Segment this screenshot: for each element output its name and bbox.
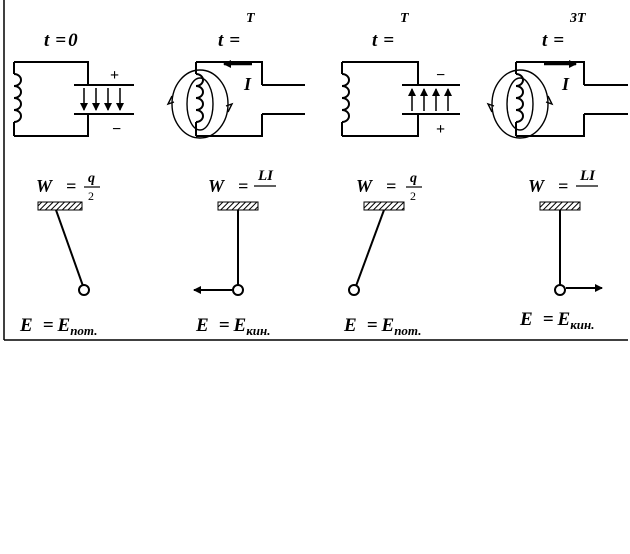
energy-numerator: LI [579,168,596,184]
panel-4: t= 3T I W= LI E=Eкин. [486,11,628,332]
current-label: I [243,74,252,94]
plate-sign-bottom: + [436,121,445,138]
plate-sign-top: + [110,67,119,84]
plate-sign-bottom: − [112,121,121,138]
energy-formula: W= [356,176,396,196]
pendulum-bob [348,284,360,296]
time-label: t= [218,30,240,51]
plate-sign-top: − [436,67,445,84]
magnetic-field-loops [166,69,234,139]
energy-numerator: q [88,171,95,186]
pendulum-bob [78,284,90,296]
electric-field-arrows [80,88,124,111]
total-energy: E=Eпот. [343,315,421,338]
pendulum-string [55,209,84,287]
pendulum-string [355,209,385,287]
time-fraction-numerator: T [246,11,256,26]
current-label: I [561,74,570,94]
pendulum-support [217,201,259,211]
total-energy: E=Eпот. [19,315,97,338]
energy-denominator: 2 [410,189,416,203]
inductor-coil [195,73,204,123]
pendulum-bob [554,284,566,296]
panel-2: t= T I W= LI E=Eкин. [166,11,305,338]
time-label: t= [372,30,394,51]
pendulum-support [539,201,581,211]
inductor-coil [13,73,22,123]
energy-numerator: LI [257,168,274,184]
energy-formula: W= [528,176,568,196]
lc-circuit [341,61,460,137]
electric-field-arrows [408,88,452,111]
magnetic-field-loops [486,69,554,139]
energy-formula: W= [208,176,248,196]
pendulum-support [37,201,83,211]
time-fraction-numerator: 3T [569,11,587,26]
time-label: t=0 [44,30,78,51]
inductor-coil [515,73,524,123]
lc-circuit [13,61,134,137]
energy-numerator: q [410,171,417,186]
pendulum-support [363,201,405,211]
inductor-coil [341,73,350,123]
energy-formula: W= [36,176,76,196]
energy-denominator: 2 [88,189,94,203]
time-fraction-numerator: T [400,11,410,26]
total-energy: E=Eкин. [519,309,595,332]
panel-3: t= T − + W= q 2 E=Eпот. [341,11,460,338]
pendulum-bob [232,284,244,296]
time-label: t= [542,30,564,51]
total-energy: E=Eкин. [195,315,271,338]
panel-1: t=0 + − W= q 2 E=Eпот. [13,30,134,338]
